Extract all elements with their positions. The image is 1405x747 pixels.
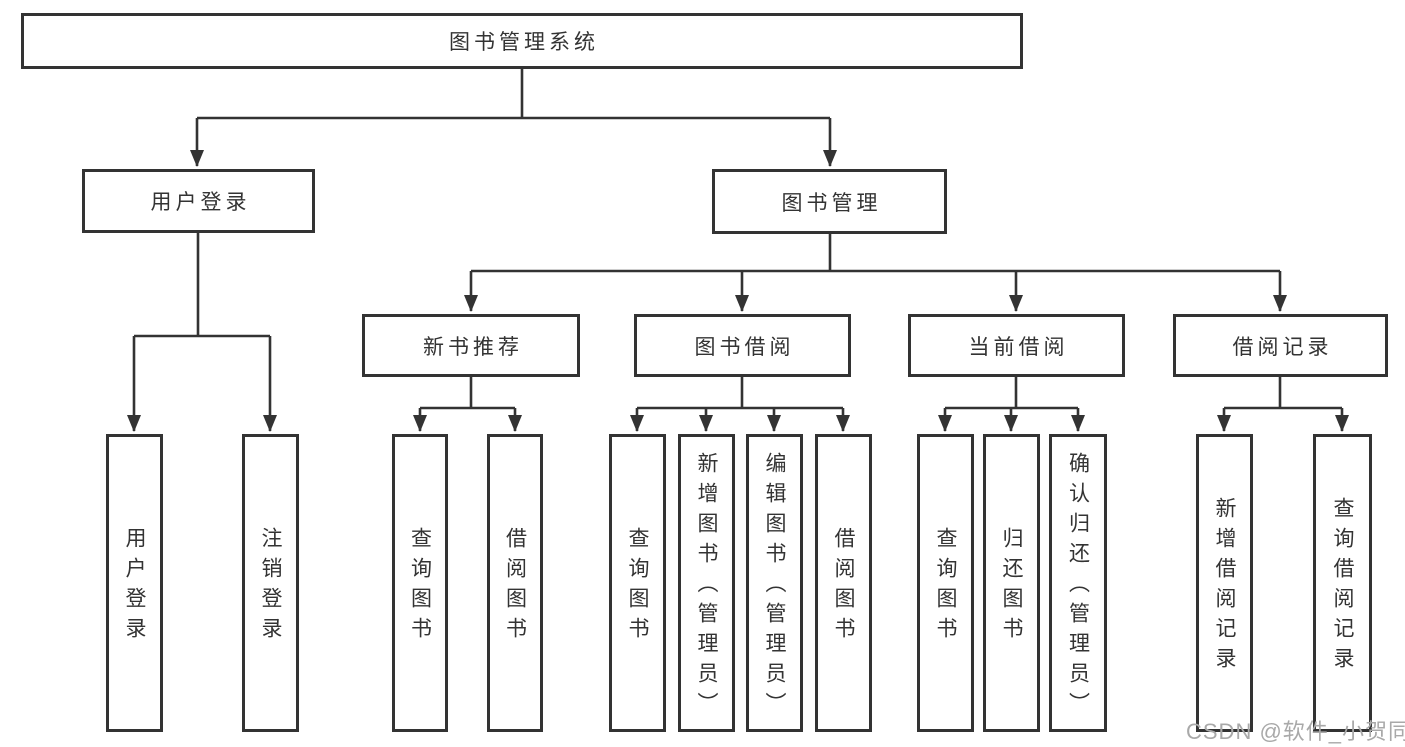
leaf-user-login: 用户登录 (106, 434, 163, 732)
node-borrow-record: 借阅记录 (1173, 314, 1388, 377)
node-current-borrow-label: 当前借阅 (968, 335, 1069, 359)
leaf-current-confirm-return-admin: 确认归还（管理员） (1049, 434, 1107, 732)
node-borrow-record-label: 借阅记录 (1232, 335, 1333, 359)
node-user-login-label: 用户登录 (150, 191, 251, 214)
leaf-borrow-borrow-book-label: 借阅图书 (832, 527, 855, 647)
leaf-borrow-edit-book-admin: 编辑图书（管理员） (746, 434, 803, 732)
leaf-borrow-query-book-label: 查询图书 (626, 527, 649, 647)
node-book-borrow: 图书借阅 (634, 314, 851, 377)
leaf-recommend-borrow-book: 借阅图书 (487, 434, 543, 732)
node-new-book-recommend-label: 新书推荐 (423, 335, 523, 359)
leaf-record-query-record-label: 查询借阅记录 (1331, 497, 1354, 677)
node-current-borrow: 当前借阅 (908, 314, 1125, 377)
node-user-login: 用户登录 (82, 169, 315, 233)
leaf-recommend-query-book-label: 查询图书 (408, 527, 432, 647)
leaf-current-query-book: 查询图书 (917, 434, 974, 732)
leaf-recommend-borrow-book-label: 借阅图书 (503, 527, 527, 647)
leaf-user-login-label: 用户登录 (123, 527, 146, 647)
leaf-current-confirm-return-admin-label: 确认归还（管理员） (1066, 452, 1090, 722)
leaf-borrow-add-book-admin-label: 新增图书（管理员） (695, 452, 718, 722)
csdn-watermark: CSDN @软件_小贺同学 (1186, 719, 1405, 744)
leaf-borrow-edit-book-admin-label: 编辑图书（管理员） (763, 452, 786, 722)
leaf-borrow-query-book: 查询图书 (609, 434, 666, 732)
leaf-recommend-query-book: 查询图书 (392, 434, 448, 732)
node-book-management-label: 图书管理 (781, 191, 882, 215)
leaf-current-query-book-label: 查询图书 (934, 527, 957, 647)
node-book-borrow-label: 图书借阅 (694, 335, 795, 359)
leaf-record-add-record: 新增借阅记录 (1196, 434, 1253, 732)
node-new-book-recommend: 新书推荐 (362, 314, 580, 377)
leaf-current-return-book-label: 归还图书 (1000, 527, 1023, 647)
leaf-current-return-book: 归还图书 (983, 434, 1040, 732)
leaf-borrow-add-book-admin: 新增图书（管理员） (678, 434, 735, 732)
leaf-logout-label: 注销登录 (259, 527, 282, 647)
node-book-management: 图书管理 (712, 169, 947, 234)
leaf-logout: 注销登录 (242, 434, 299, 732)
node-system-root-label: 图书管理系统 (449, 31, 599, 54)
leaf-record-query-record: 查询借阅记录 (1313, 434, 1372, 732)
leaf-borrow-borrow-book: 借阅图书 (815, 434, 872, 732)
node-system-root: 图书管理系统 (21, 13, 1023, 69)
leaf-record-add-record-label: 新增借阅记录 (1213, 497, 1236, 677)
